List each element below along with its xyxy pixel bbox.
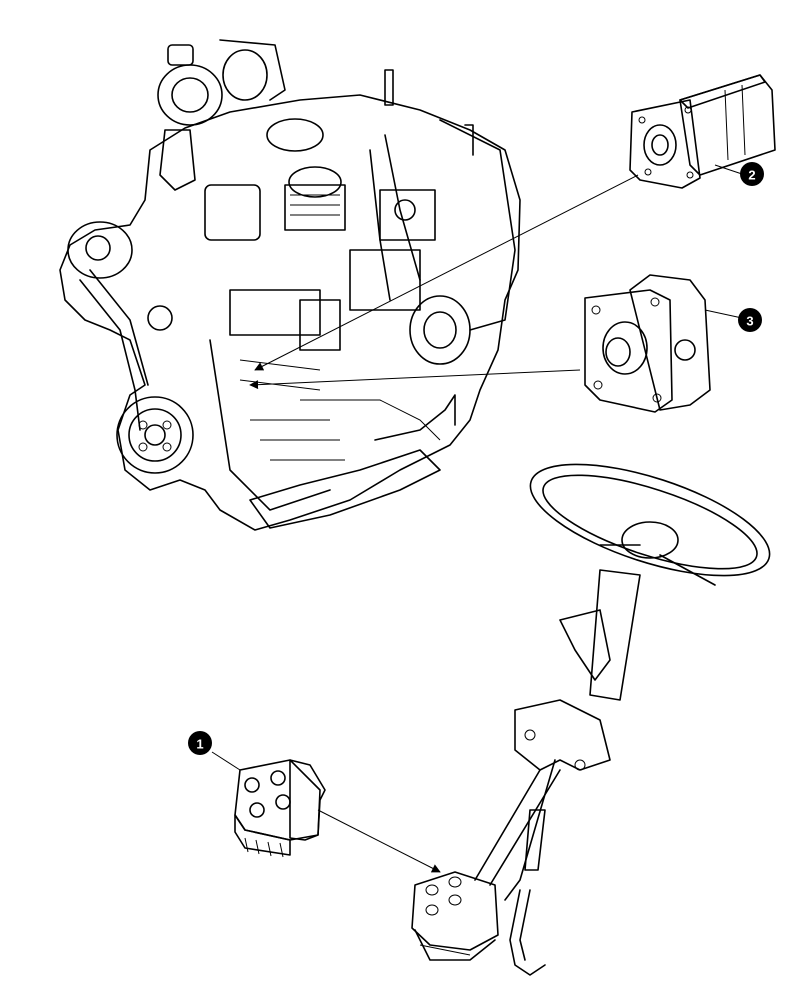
callout-3: 3: [738, 308, 762, 332]
leader-arrows: [249, 174, 639, 873]
hydraulic-pump-icon: [629, 74, 776, 189]
engine-drawing: [59, 39, 521, 531]
arrow-part-1: [317, 809, 441, 873]
steering-valve-icon: [211, 751, 326, 858]
gear-pump-icon: [584, 274, 743, 413]
callout-3-label: 3: [746, 314, 753, 329]
callout-2: 2: [740, 162, 764, 186]
callout-1: 1: [188, 731, 212, 755]
steering-valve-icon: [411, 871, 499, 961]
callout-1-label: 1: [196, 737, 203, 752]
steering-wheel-icon: [474, 463, 771, 976]
callout-2-label: 2: [748, 168, 755, 183]
arrow-part-3: [249, 369, 581, 390]
arrow-part-2: [254, 174, 639, 371]
